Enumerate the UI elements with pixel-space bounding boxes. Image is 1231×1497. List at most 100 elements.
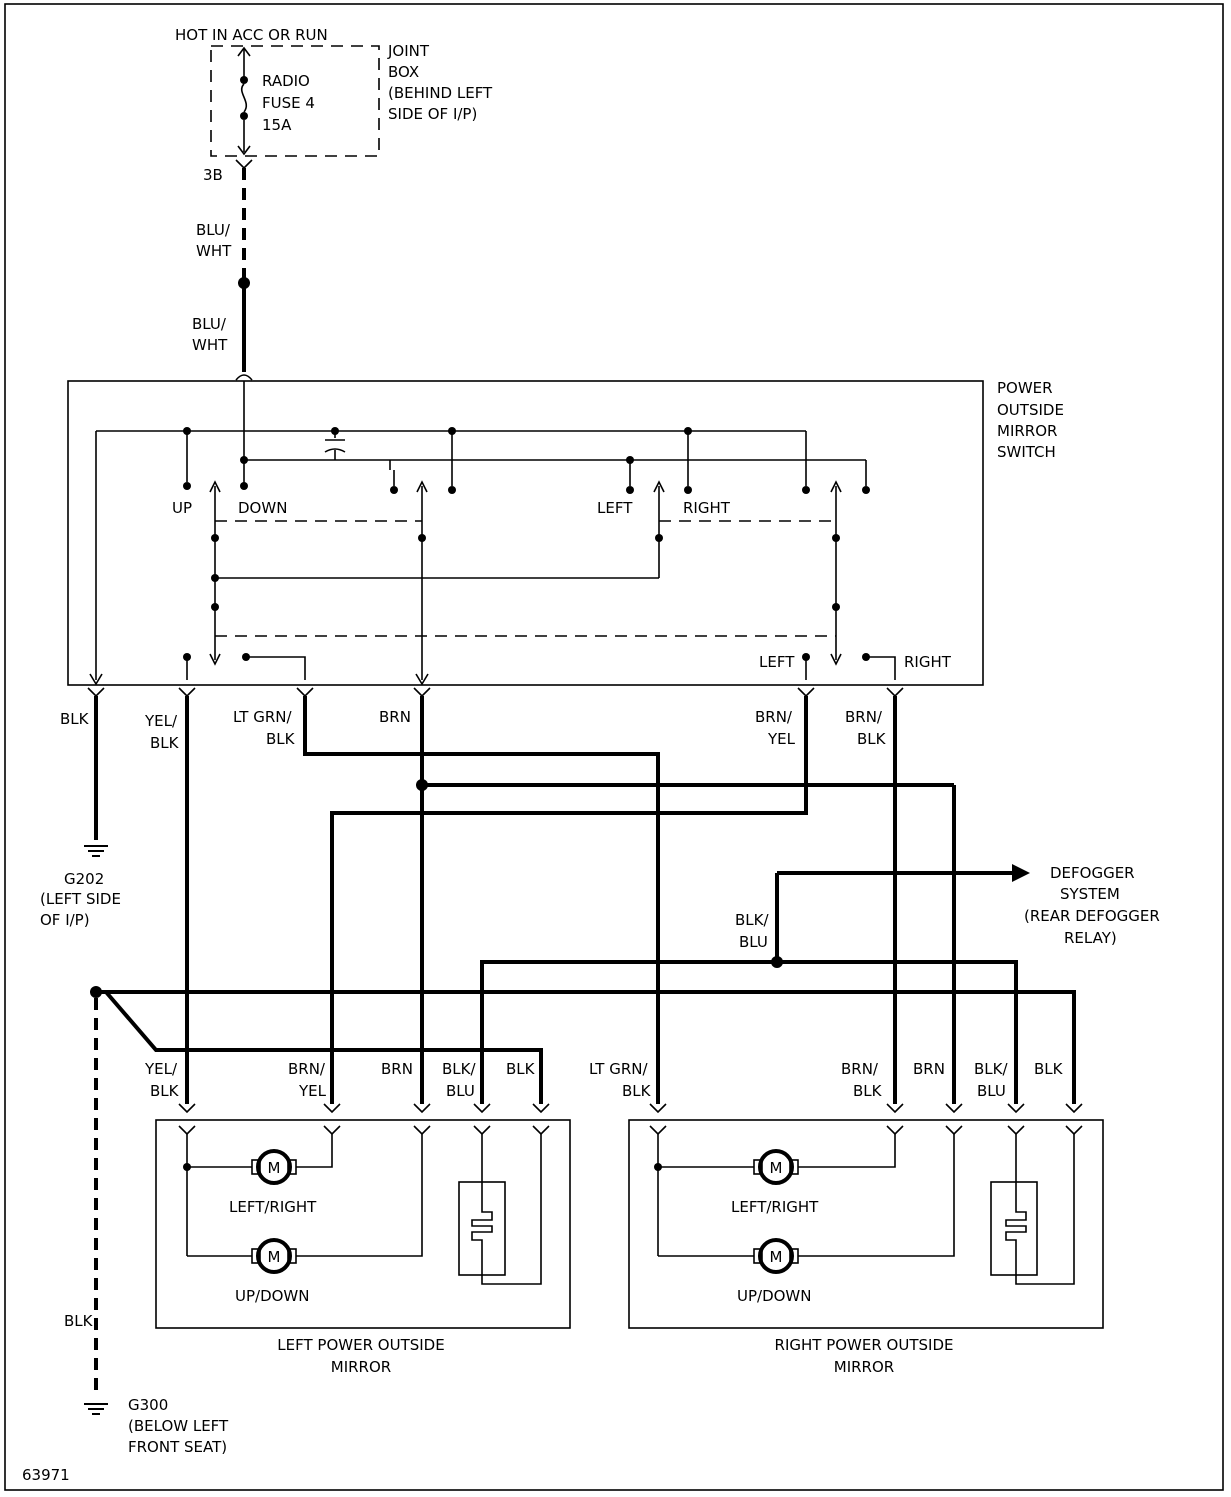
lm-wire-brn: BRN (381, 1060, 413, 1078)
left-mirror-connectors (178, 1103, 550, 1114)
outer-frame (4, 3, 1224, 1491)
switch-left-bottom-label: LEFT (759, 653, 795, 671)
splice-blk-blu (771, 956, 783, 968)
right-mirror-title-2: MIRROR (834, 1358, 894, 1376)
wire-label-ltgrn-blk-1: LT GRN/ (233, 708, 292, 726)
fuse-number: FUSE 4 (262, 94, 315, 112)
rm-wire-brn-blk-2: BLK (853, 1082, 883, 1100)
terminal-3b-label: 3B (203, 166, 223, 184)
fuse-supply-label: HOT IN ACC OR RUN (175, 26, 328, 44)
lm-wire-yel-blk-2: BLK (150, 1082, 180, 1100)
defogger-label-2: SYSTEM (1060, 885, 1120, 903)
right-mirror-internal (649, 1125, 1083, 1285)
switch-output-connectors (87, 687, 904, 698)
defogger-label-3: (REAR DEFOGGER (1024, 907, 1160, 925)
figure-id: 63971 (22, 1466, 70, 1484)
wire-label-blk-blu-1: BLK/ (735, 911, 769, 929)
right-mirror-lr-motor-icon (753, 1149, 799, 1185)
g202-label-3: OF I/P) (40, 911, 90, 929)
rm-wire-blk-blu-1: BLK/ (974, 1060, 1008, 1078)
wire-label-brn-yel-2: YEL (767, 730, 796, 748)
left-mirror-lr-motor-symbol: M (268, 1159, 281, 1177)
fuse-name: RADIO (262, 72, 310, 90)
left-mirror-lr-label: LEFT/RIGHT (229, 1198, 317, 1216)
rm-wire-ltgrn-blk-2: BLK (622, 1082, 652, 1100)
switch-right-bottom-label: RIGHT (904, 653, 952, 671)
fuse-rating: 15A (262, 116, 292, 134)
splice-blk-ground (90, 986, 102, 998)
left-mirror-internal (178, 1125, 550, 1285)
right-mirror-connectors (649, 1103, 1083, 1114)
joint-box-outline (210, 45, 380, 157)
g300-label-3: FRONT SEAT) (128, 1438, 227, 1456)
splice-brn (416, 779, 428, 791)
joint-box-label-4: SIDE OF I/P) (388, 105, 477, 123)
wire-label-brn: BRN (379, 708, 411, 726)
joint-box-label-2: BOX (388, 63, 419, 81)
left-mirror-lr-motor-icon (251, 1149, 297, 1185)
right-mirror-lr-motor-symbol: M (770, 1159, 783, 1177)
left-mirror-ud-motor-symbol: M (268, 1248, 281, 1266)
defogger-arrow-icon (1012, 864, 1030, 882)
mirror-switch-box (67, 380, 984, 686)
left-mirror-ud-label: UP/DOWN (235, 1287, 310, 1305)
wire-label-blk-g300: BLK (64, 1312, 94, 1330)
fuse-symbol (237, 46, 251, 156)
right-mirror-ud-label: UP/DOWN (737, 1287, 812, 1305)
lm-wire-brn-yel-2: YEL (298, 1082, 327, 1100)
g300-label-2: (BELOW LEFT (128, 1417, 229, 1435)
wire-label-yel-blk-1: YEL/ (144, 712, 178, 730)
wire-label-ltgrn-blk-2: BLK (266, 730, 296, 748)
lm-wire-blk-blu-2: BLU (446, 1082, 475, 1100)
joint-box-label-1: JOINT (387, 42, 430, 60)
right-mirror-lr-label: LEFT/RIGHT (731, 1198, 819, 1216)
wire-label-yel-blk-2: BLK (150, 734, 180, 752)
switch-left-label: LEFT (597, 499, 633, 517)
switch-internal-wiring (89, 381, 896, 686)
switch-input-connector (235, 374, 253, 381)
wire-label-brn-blk-1: BRN/ (845, 708, 883, 726)
switch-title-3: MIRROR (997, 422, 1057, 440)
lm-wire-brn-yel-1: BRN/ (288, 1060, 326, 1078)
right-mirror-ud-motor-symbol: M (770, 1248, 783, 1266)
g300-label-1: G300 (128, 1396, 168, 1414)
left-mirror-title-1: LEFT POWER OUTSIDE (277, 1336, 444, 1354)
joint-box-label-3: (BEHIND LEFT (388, 84, 493, 102)
ground-g202-icon (84, 845, 108, 857)
right-mirror-box (628, 1119, 1104, 1329)
rm-wire-ltgrn-blk-1: LT GRN/ (589, 1060, 648, 1078)
left-mirror-title-2: MIRROR (331, 1358, 391, 1376)
wire-label-brn-yel-1: BRN/ (755, 708, 793, 726)
blu-wht-label-2b: WHT (192, 336, 228, 354)
lm-wire-yel-blk-1: YEL/ (144, 1060, 178, 1078)
defogger-label-4: RELAY) (1064, 929, 1117, 947)
right-mirror-ud-motor-icon (753, 1238, 799, 1274)
left-mirror-box (155, 1119, 571, 1329)
harness-wires (94, 696, 1076, 1104)
switch-right-label: RIGHT (683, 499, 731, 517)
wire-label-brn-blk-2: BLK (857, 730, 887, 748)
switch-title-2: OUTSIDE (997, 401, 1064, 419)
switch-up-label: UP (172, 499, 192, 517)
switch-down-label: DOWN (238, 499, 287, 517)
switch-title-4: SWITCH (997, 443, 1056, 461)
lm-wire-blk-blu-1: BLK/ (442, 1060, 476, 1078)
ground-g300-icon (84, 1403, 108, 1415)
rm-wire-blk-blu-2: BLU (977, 1082, 1006, 1100)
rm-wire-blk: BLK (1034, 1060, 1064, 1078)
wire-label-blk-blu-2: BLU (739, 933, 768, 951)
left-mirror-ud-motor-icon (251, 1238, 297, 1274)
wire-label-blk: BLK (60, 710, 90, 728)
rm-wire-brn: BRN (913, 1060, 945, 1078)
rm-wire-brn-blk-1: BRN/ (841, 1060, 879, 1078)
switch-title-1: POWER (997, 379, 1053, 397)
blu-wht-label-1a: BLU/ (196, 221, 231, 239)
connector-3b (235, 159, 253, 170)
blu-wht-label-1b: WHT (196, 242, 232, 260)
blu-wht-label-2a: BLU/ (192, 315, 227, 333)
defogger-label-1: DEFOGGER (1050, 864, 1135, 882)
right-mirror-title-1: RIGHT POWER OUTSIDE (775, 1336, 954, 1354)
lm-wire-blk: BLK (506, 1060, 536, 1078)
